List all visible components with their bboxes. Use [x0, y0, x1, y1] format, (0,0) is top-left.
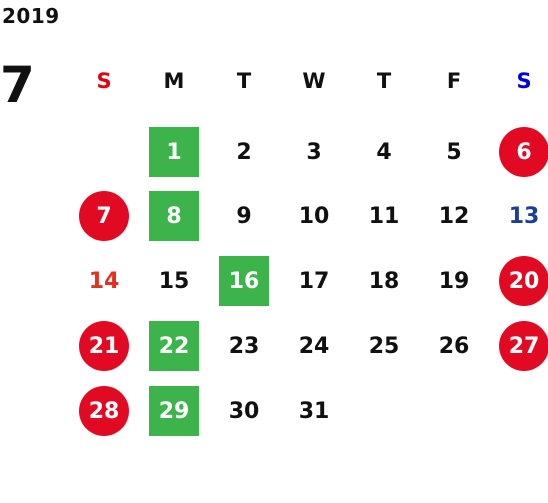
day-cell[interactable]: 20: [499, 256, 548, 306]
day-cell[interactable]: 24: [298, 333, 330, 359]
day-cell[interactable]: 4: [376, 139, 392, 165]
day-cell[interactable]: 30: [228, 398, 260, 424]
day-cell[interactable]: 13: [508, 203, 540, 229]
day-cell[interactable]: 11: [368, 203, 400, 229]
day-cell[interactable]: 12: [438, 203, 470, 229]
weekday-monday: M: [163, 69, 185, 93]
day-cell[interactable]: 18: [368, 268, 400, 294]
day-cell[interactable]: 29: [149, 386, 199, 436]
weekday-sunday: S: [96, 69, 112, 93]
weekday-friday: F: [446, 69, 462, 93]
month-number: 7: [0, 56, 35, 114]
day-cell[interactable]: 25: [368, 333, 400, 359]
day-cell[interactable]: 14: [88, 268, 120, 294]
day-cell[interactable]: 17: [298, 268, 330, 294]
weekday-thursday: T: [376, 69, 392, 93]
weekday-tuesday: T: [236, 69, 252, 93]
day-cell[interactable]: 28: [79, 386, 129, 436]
day-cell[interactable]: 7: [79, 191, 129, 241]
day-cell[interactable]: 26: [438, 333, 470, 359]
year-label: 2019: [2, 4, 60, 28]
day-cell[interactable]: 23: [228, 333, 260, 359]
day-cell[interactable]: 9: [236, 203, 252, 229]
day-cell[interactable]: 8: [149, 191, 199, 241]
day-cell[interactable]: 15: [158, 268, 190, 294]
weekday-wednesday: W: [302, 69, 326, 93]
day-cell[interactable]: 22: [149, 321, 199, 371]
weekday-saturday: S: [516, 69, 532, 93]
day-cell[interactable]: 31: [298, 398, 330, 424]
day-cell[interactable]: 19: [438, 268, 470, 294]
day-cell[interactable]: 27: [499, 321, 548, 371]
day-cell[interactable]: 3: [306, 139, 322, 165]
day-cell[interactable]: 21: [79, 321, 129, 371]
day-cell[interactable]: 10: [298, 203, 330, 229]
day-cell[interactable]: 16: [219, 256, 269, 306]
day-cell[interactable]: 1: [149, 127, 199, 177]
day-cell[interactable]: 2: [236, 139, 252, 165]
day-cell[interactable]: 5: [446, 139, 462, 165]
day-cell[interactable]: 6: [499, 127, 548, 177]
